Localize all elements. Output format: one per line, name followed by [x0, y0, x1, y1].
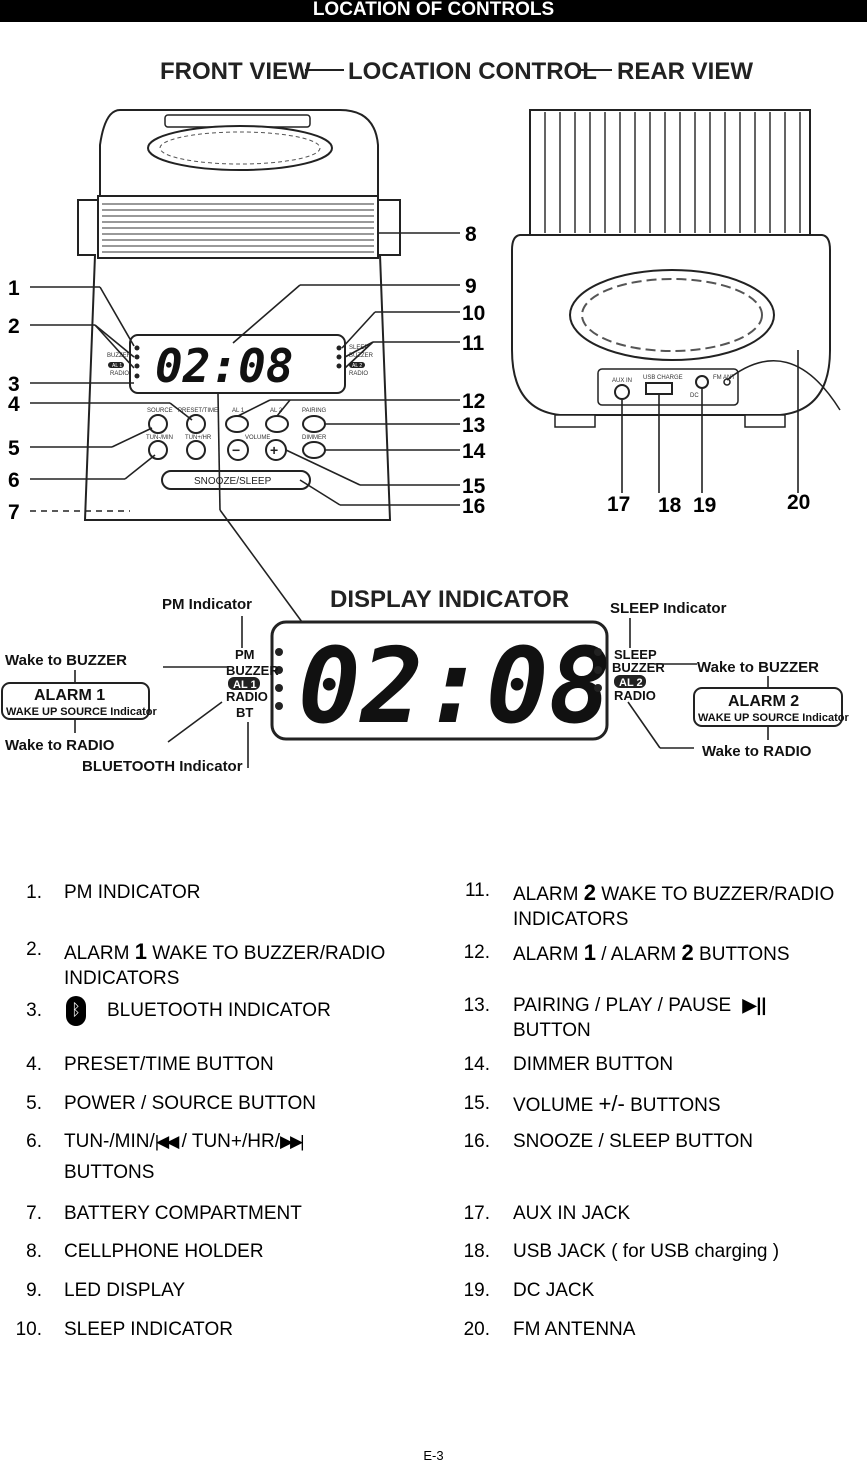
svg-text:SLEEP: SLEEP — [349, 345, 368, 351]
svg-text:SLEEP: SLEEP — [614, 647, 657, 662]
callout-10: 10 — [462, 302, 485, 325]
svg-text:WAKE UP SOURCE Indicator: WAKE UP SOURCE Indicator — [698, 712, 849, 724]
callout-18: 18 — [658, 494, 682, 517]
callout-2: 2 — [8, 315, 20, 338]
bluetooth-indicator-label: BLUETOOTH Indicator — [82, 758, 243, 775]
page-number: E-3 — [423, 1448, 444, 1463]
pm-indicator-label: PM Indicator — [162, 596, 252, 613]
svg-text:SOURCE: SOURCE — [147, 408, 173, 414]
front-display-time: 02:08 — [155, 339, 293, 393]
svg-text:BUZZER: BUZZER — [349, 353, 374, 359]
callout-1: 1 — [8, 277, 20, 300]
wake-buzzer-right: Wake to BUZZER — [697, 659, 819, 676]
callout-9: 9 — [465, 275, 477, 298]
sleep-indicator-label: SLEEP Indicator — [610, 600, 727, 617]
svg-text:BUZZER: BUZZER — [612, 660, 665, 675]
alarm2-label: ALARM 2 — [728, 693, 799, 710]
callout-lines — [30, 232, 799, 623]
svg-text:AUX IN: AUX IN — [612, 378, 632, 384]
svg-text:AL 1: AL 1 — [112, 363, 122, 369]
callout-5: 5 — [8, 437, 20, 460]
fast-forward-icon: ▶▶| — [279, 1132, 305, 1151]
svg-text:WAKE UP SOURCE Indicator: WAKE UP SOURCE Indicator — [6, 706, 157, 718]
svg-text:PM: PM — [235, 647, 255, 662]
controls-diagram: .hd { font-weight: bold; font-size: 24px… — [1, 58, 849, 775]
svg-text:RADIO: RADIO — [614, 688, 656, 703]
rear-view-drawing: AUX IN USB CHARGE FM ANT DC — [511, 109, 841, 428]
svg-text:AL 1: AL 1 — [233, 679, 257, 691]
callout-15: 15 — [462, 475, 486, 498]
section-title: LOCATION OF CONTROLS — [0, 0, 867, 22]
svg-text:RADIO: RADIO — [110, 371, 129, 377]
front-view-drawing: 02:08 BUZZER RADIO SLEEP BUZZER RADIO AL… — [77, 109, 401, 521]
display-indicator-title: DISPLAY INDICATOR — [330, 586, 569, 613]
callout-11: 11 — [462, 332, 485, 355]
wake-buzzer-left: Wake to BUZZER — [5, 652, 127, 669]
svg-text:USB CHARGE: USB CHARGE — [643, 375, 683, 381]
callout-6: 6 — [8, 469, 20, 492]
svg-text:FM ANT: FM ANT — [713, 375, 735, 381]
display-indicator-diagram: DISPLAY INDICATOR PM Indicator SLEEP Ind… — [1, 586, 849, 775]
wake-radio-left: Wake to RADIO — [5, 737, 115, 754]
location-control-heading: LOCATION CONTROL — [348, 58, 597, 85]
svg-text:AL 2: AL 2 — [270, 408, 283, 414]
svg-text:VOLUME: VOLUME — [245, 435, 270, 441]
svg-text:PRESET/TIME: PRESET/TIME — [178, 408, 218, 414]
alarm1-label: ALARM 1 — [34, 687, 105, 704]
svg-text:AL 1: AL 1 — [232, 408, 245, 414]
callout-13: 13 — [462, 414, 485, 437]
svg-text:DC: DC — [690, 393, 699, 399]
svg-text:DIMMER: DIMMER — [302, 435, 327, 441]
callout-20: 20 — [787, 491, 810, 514]
svg-text:RADIO: RADIO — [349, 371, 368, 377]
bluetooth-icon: ᛒ — [66, 996, 86, 1026]
callout-17: 17 — [607, 493, 630, 516]
svg-text:PAIRING: PAIRING — [302, 408, 327, 414]
callout-7: 7 — [8, 501, 20, 524]
svg-text:TUN+/HR: TUN+/HR — [185, 435, 212, 441]
svg-text:BUZZER: BUZZER — [226, 663, 279, 678]
svg-text:TUN-/MIN: TUN-/MIN — [146, 435, 173, 441]
large-display-time: 02:08 — [298, 625, 611, 747]
callout-4: 4 — [8, 393, 20, 416]
wake-radio-right: Wake to RADIO — [702, 743, 812, 760]
svg-text:−: − — [232, 442, 240, 458]
svg-text:AL 2: AL 2 — [619, 677, 643, 689]
svg-text:BT: BT — [236, 705, 253, 720]
callout-12: 12 — [462, 390, 485, 413]
callout-8: 8 — [465, 223, 477, 246]
callout-3: 3 — [8, 373, 20, 396]
rewind-icon: |◀◀ — [154, 1132, 180, 1151]
callout-16: 16 — [462, 495, 485, 518]
svg-text:+: + — [270, 442, 278, 458]
svg-text:BUZZER: BUZZER — [107, 353, 132, 359]
front-view-heading: FRONT VIEW — [160, 58, 311, 85]
callout-19: 19 — [693, 494, 716, 517]
snooze-button-label: SNOOZE/SLEEP — [194, 476, 272, 487]
callout-14: 14 — [462, 440, 486, 463]
svg-text:RADIO: RADIO — [226, 689, 268, 704]
rear-view-heading: REAR VIEW — [617, 58, 753, 85]
svg-text:AL 2: AL 2 — [352, 363, 362, 369]
play-pause-icon: ▶|| — [742, 995, 767, 1015]
